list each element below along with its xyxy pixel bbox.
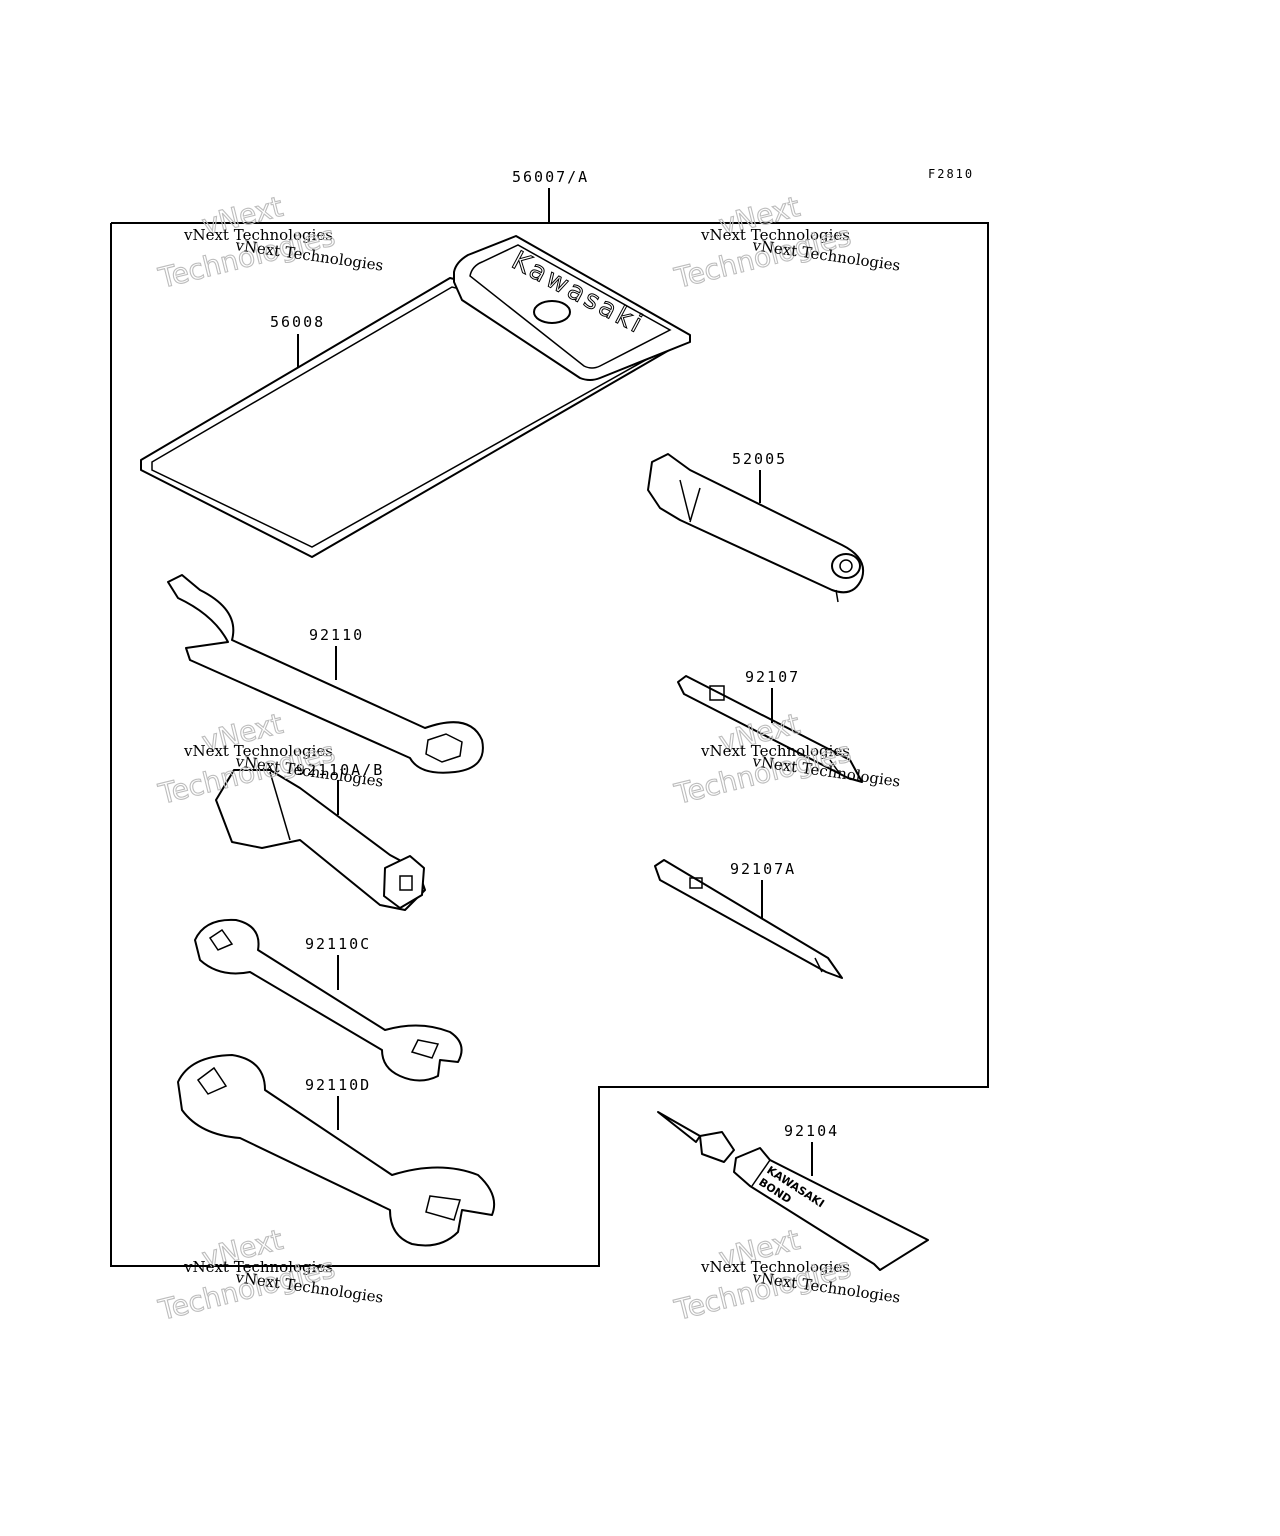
watermark-line2: vNext Technologies bbox=[183, 226, 333, 244]
watermark-bottom-left: vNext vNext Technologies Technologies vN… bbox=[154, 1222, 384, 1327]
label-52005: 52005 bbox=[732, 450, 787, 468]
figure-code: F2810 bbox=[928, 167, 974, 181]
label-92110: 92110 bbox=[309, 626, 364, 644]
bond-tube: KAWASAKI BOND bbox=[657, 1111, 929, 1271]
label-92110c: 92110C bbox=[305, 935, 371, 953]
screwdriver-92107a bbox=[654, 859, 843, 979]
label-92107: 92107 bbox=[745, 668, 800, 686]
watermark-top-right: vNext vNext Technologies Technologies vN… bbox=[670, 189, 901, 295]
watermark-line2: vNext Technologies bbox=[183, 742, 333, 760]
spark-plug-wrench bbox=[647, 453, 864, 603]
screwdriver-92107 bbox=[677, 675, 863, 783]
wrench-92110c bbox=[194, 918, 463, 1082]
watermark-mid-right: vNext vNext Technologies Technologies vN… bbox=[670, 706, 901, 811]
label-56008: 56008 bbox=[270, 313, 325, 331]
wrench-92110d bbox=[177, 1054, 496, 1247]
label-92104: 92104 bbox=[784, 1122, 839, 1140]
watermark-line2: vNext Technologies bbox=[183, 1258, 333, 1276]
spanner-92110 bbox=[167, 574, 484, 774]
watermark-top-left: vNext vNext Technologies Technologies vN… bbox=[154, 189, 384, 295]
label-92110ab: 92110A/B bbox=[296, 761, 384, 779]
label-92107a: 92107A bbox=[730, 860, 796, 878]
watermark-line2: vNext Technologies bbox=[700, 226, 850, 244]
watermark-line2: vNext Technologies bbox=[700, 742, 850, 760]
watermark-line2: vNext Technologies bbox=[700, 1258, 850, 1276]
kit-boundary bbox=[110, 222, 989, 1267]
socket-92110ab bbox=[215, 769, 426, 911]
assembly-label: 56007/A bbox=[512, 168, 589, 186]
tool-pouch: Kawasaki bbox=[140, 235, 691, 558]
label-92110d: 92110D bbox=[305, 1076, 371, 1094]
